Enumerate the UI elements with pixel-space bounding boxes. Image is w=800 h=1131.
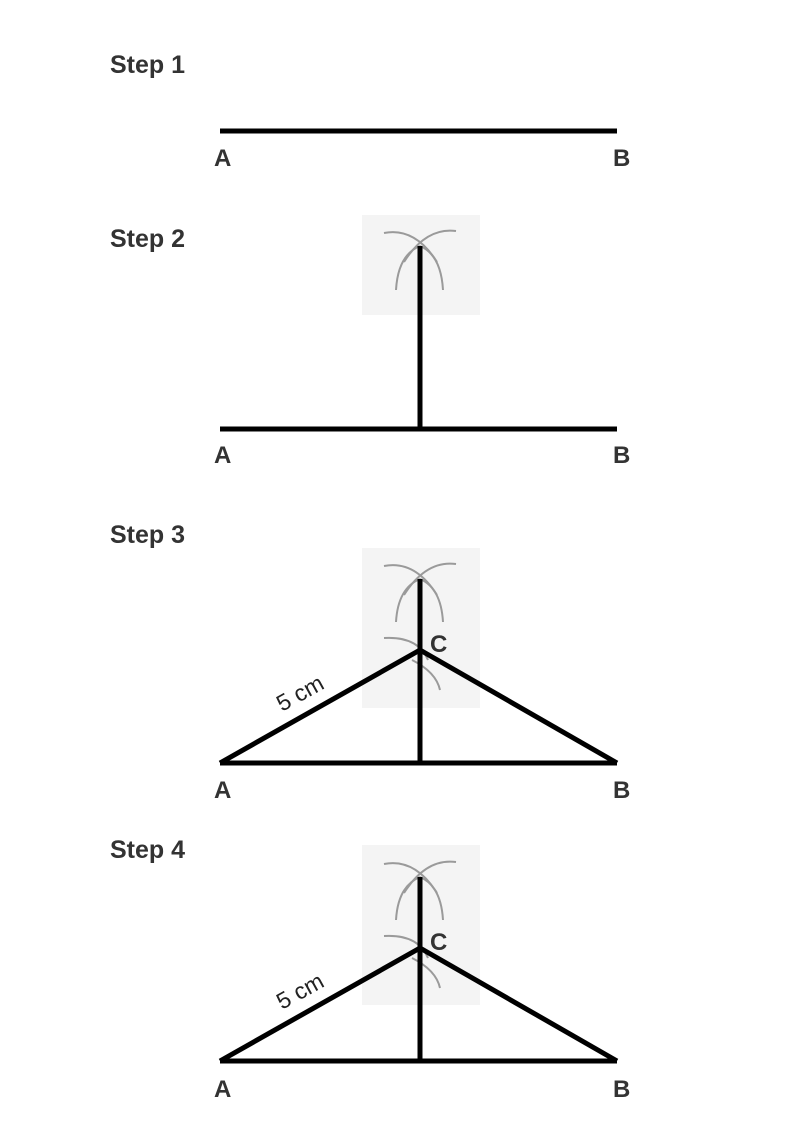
segment-ac	[218, 647, 422, 766]
arc-c-right	[411, 957, 441, 989]
step-3-title: Step 3	[110, 521, 185, 549]
step-4-title: Step 4	[110, 836, 185, 864]
step-1-title: Step 1	[110, 51, 185, 79]
arc-right	[403, 229, 457, 263]
arc-lower-right	[419, 245, 444, 291]
arc-lower-left	[395, 245, 421, 291]
step-2-title: Step 2	[110, 225, 185, 253]
segment-cb	[418, 647, 619, 766]
segment-cb	[418, 945, 619, 1064]
arc-right	[403, 860, 457, 894]
arc-lower-left	[395, 876, 421, 921]
step-2: Step 2 A B	[110, 215, 630, 469]
arc-lower-right	[419, 578, 444, 623]
point-b-label: B	[613, 442, 630, 469]
point-b-label: B	[613, 777, 630, 804]
arc-lower-right	[419, 876, 444, 921]
step-4: Step 4 C 5 cm A B	[110, 836, 630, 1103]
segment-ac	[218, 945, 422, 1064]
arc-right	[403, 562, 457, 596]
point-a-label: A	[214, 145, 231, 172]
point-a-label: A	[214, 442, 231, 469]
arc-c-right	[411, 659, 441, 691]
point-a-label: A	[214, 1076, 231, 1103]
point-b-label: B	[613, 1076, 630, 1103]
point-b-label: B	[613, 145, 630, 172]
point-c-label: C	[430, 631, 447, 658]
point-a-label: A	[214, 777, 231, 804]
arc-lower-left	[395, 578, 421, 623]
step-1: Step 1 A B	[110, 51, 630, 172]
point-c-label: C	[430, 929, 447, 956]
step-3: Step 3 C 5 cm A B	[110, 521, 630, 804]
